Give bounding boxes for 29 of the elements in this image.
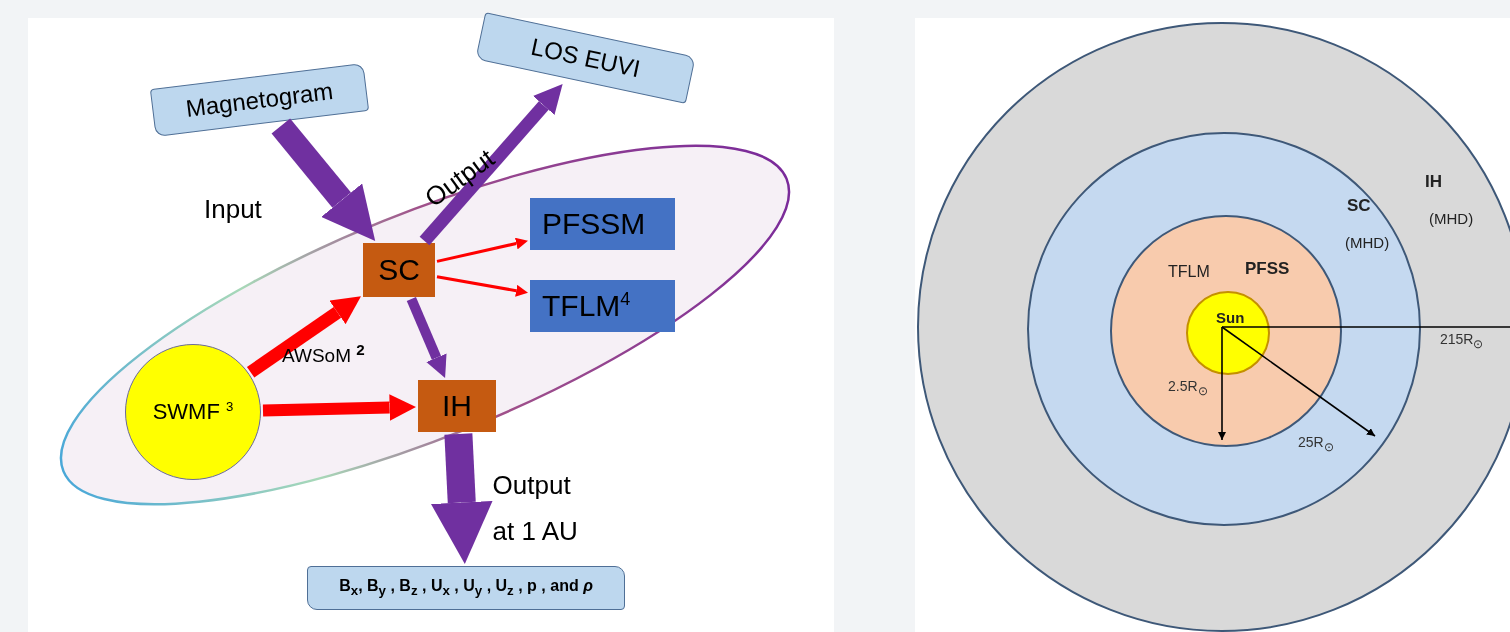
model-box: SC <box>363 243 435 297</box>
region-label: IH <box>1425 172 1442 192</box>
arrow <box>271 118 376 241</box>
region-note: (MHD) <box>1429 210 1474 227</box>
region-label: Sun <box>1216 309 1245 326</box>
dimension-label: 2.5R$_{⊙}$ <box>1168 377 1208 399</box>
dimension-label: 25R$_{⊙}$ <box>1298 433 1334 455</box>
region-label: TFLM <box>1168 263 1210 281</box>
arrow <box>406 297 447 378</box>
arrow <box>436 237 528 263</box>
model-box: PFSSM <box>530 198 675 250</box>
dimension-label: 215R$_{⊙}$ <box>1440 330 1484 352</box>
arrow <box>419 84 563 246</box>
model-box: TFLM$^{4}$ <box>530 280 675 332</box>
arrow <box>262 394 416 421</box>
region-label: SC <box>1347 196 1371 216</box>
model-label: AWSoM $^{2}$ <box>282 340 365 369</box>
arrow <box>436 275 528 297</box>
region-note: PFSS <box>1245 259 1290 279</box>
arrow <box>431 433 493 564</box>
heliosphere-circle <box>917 22 1510 632</box>
output-banner: LOS EUVI <box>475 12 696 104</box>
arrow <box>246 296 361 378</box>
edge-label: Input <box>204 192 262 226</box>
edge-label: Output at 1 AU <box>492 469 579 548</box>
model-box: IH <box>418 380 496 432</box>
region-note: (MHD) <box>1345 234 1390 251</box>
output-banner: B$_{x}$, B$_{y}$ , B$_{z}$ , U$_{x}$ , U$_{y}$ , U$_{z}$ , p , and ρ <box>307 566 625 610</box>
input-banner: Magnetogram <box>149 63 370 137</box>
